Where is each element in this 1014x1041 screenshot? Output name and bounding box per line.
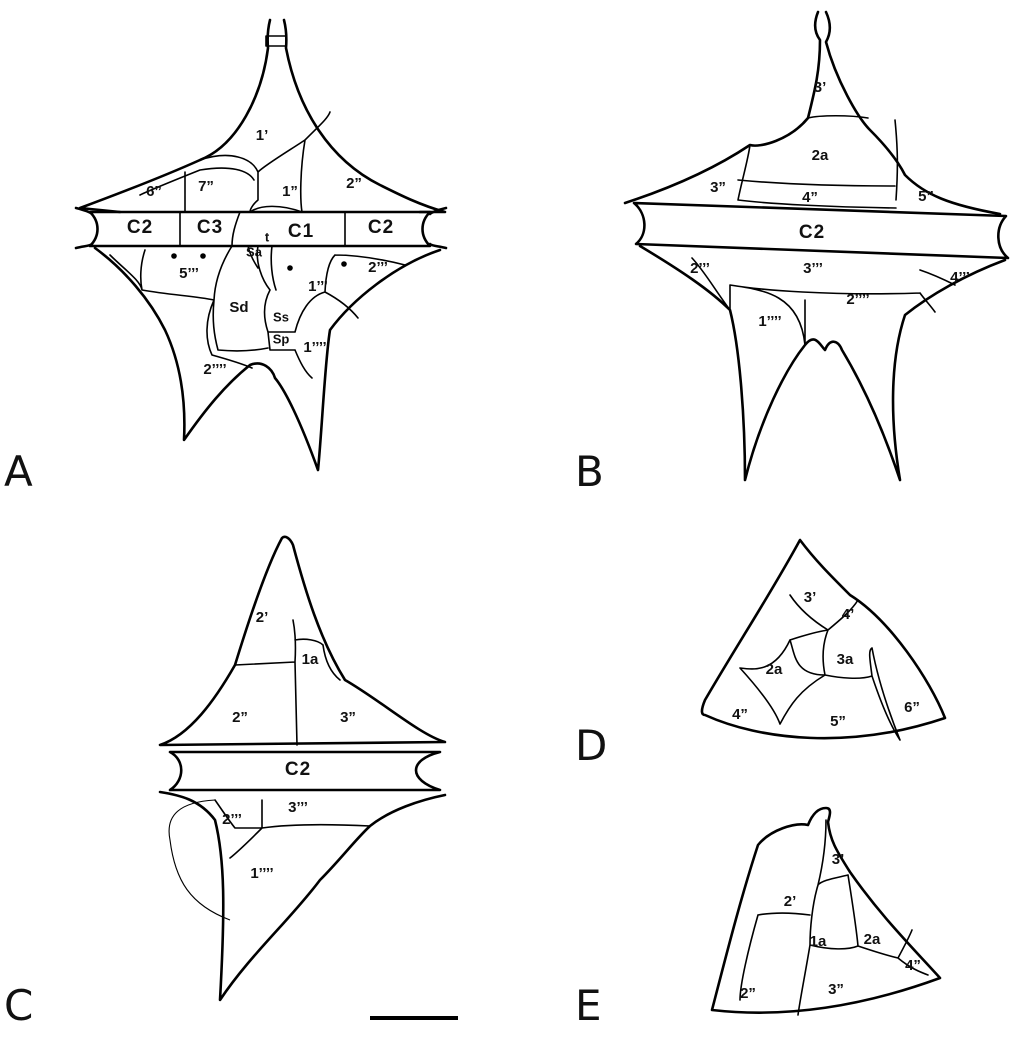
plate-label: 2a xyxy=(864,931,881,948)
panel-a-dot xyxy=(287,265,293,271)
plate-label: 3” xyxy=(828,981,844,998)
plate-label: 4’’’ xyxy=(950,269,970,286)
panel-a-cingulum-right-flare xyxy=(430,208,446,248)
plate-label: 3’’’ xyxy=(288,799,308,816)
plate-label: 5” xyxy=(830,713,846,730)
panel-letter-d: D xyxy=(575,721,607,770)
panel-d: 3’ 4’ 2a 3a 4” 5” 6” D xyxy=(575,540,945,770)
plate-label: 3’ xyxy=(832,851,845,868)
plate-label: C2 xyxy=(285,759,311,780)
panel-letter-b: B xyxy=(575,447,604,496)
panel-letter-c: C xyxy=(4,981,33,1030)
plate-label: 1’’’’ xyxy=(250,865,273,882)
plate-label: C2 xyxy=(127,217,153,238)
plate-label: C2 xyxy=(799,222,825,243)
plate-label: 3’ xyxy=(814,79,827,96)
plate-label: 1’’’ xyxy=(308,278,328,295)
plate-label: 2’’’’ xyxy=(846,291,869,308)
plate-label: 3” xyxy=(340,709,356,726)
panel-c-outline-epitheca xyxy=(160,537,445,745)
plate-label: 3a xyxy=(837,651,854,668)
plate-label: 4” xyxy=(732,706,748,723)
panel-letter-a: A xyxy=(4,447,33,496)
panel-a-dot xyxy=(200,253,206,259)
plate-label: 2’’’ xyxy=(690,260,710,277)
panel-a-epi-sutures xyxy=(140,112,345,246)
panel-a-cingulum-left-flare xyxy=(76,208,92,248)
plate-label: 2’’’’ xyxy=(203,361,226,378)
plate-label: 6” xyxy=(146,183,162,200)
plate-label: 5’’’ xyxy=(179,265,199,282)
panel-e: 2’ 3’ 1a 2a 2” 3” 4” E xyxy=(575,808,940,1030)
plate-label: 2’’’ xyxy=(368,259,388,276)
plate-label: 1a xyxy=(302,651,319,668)
plate-label: 2” xyxy=(232,709,248,726)
plate-label: 3’ xyxy=(804,589,817,606)
plate-label: C1 xyxy=(288,221,314,242)
plate-label: 1’’’’ xyxy=(303,339,326,356)
panel-a-dot xyxy=(341,261,347,267)
plate-label: 2’’’ xyxy=(222,811,242,828)
plate-label: C2 xyxy=(368,217,394,238)
plate-label: 4” xyxy=(905,957,921,974)
panel-letter-e: E xyxy=(575,981,602,1030)
plate-label: 2a xyxy=(812,147,829,164)
plate-label: 4” xyxy=(802,189,818,206)
plate-label: 6” xyxy=(904,699,920,716)
plate-label: 5” xyxy=(918,188,934,205)
panel-c: 2’ 1a 2” 3” C2 2’’’ 3’’’ 1’’’’ C xyxy=(4,537,458,1030)
panel-b: 3’ 2a 3” 4” 5” C2 2’’’ 3’’’ 4’’’ 1’’’’ 2… xyxy=(575,12,1008,496)
panel-a-dot xyxy=(171,253,177,259)
plate-label: 4’ xyxy=(842,606,855,623)
plate-label: 1’ xyxy=(256,127,269,144)
plate-label: C3 xyxy=(197,217,223,238)
plate-label: 2’ xyxy=(256,609,269,626)
panel-a-outline-hypotheca xyxy=(95,248,440,470)
plate-label: 2’ xyxy=(784,893,797,910)
plate-label: 1a xyxy=(810,933,827,950)
panel-b-outline-epitheca xyxy=(625,12,1000,214)
panel-a: 1’ 6” 7” 1” 2” C2 C3 C1 C2 Sa t Sd Ss Sp… xyxy=(4,20,446,496)
plate-label: 7” xyxy=(198,178,214,195)
plate-label: 3” xyxy=(710,179,726,196)
plate-label: Sd xyxy=(229,299,248,316)
panel-a-outline-epitheca xyxy=(80,20,445,212)
plate-label: 3’’’ xyxy=(803,260,823,277)
plate-label: t xyxy=(265,229,270,244)
plate-label: Ss xyxy=(273,309,289,324)
plate-label: 2a xyxy=(766,661,783,678)
panel-c-hypotheca xyxy=(160,792,445,1000)
plate-label: Sa xyxy=(246,244,263,259)
plate-label: 1’’’’ xyxy=(758,313,781,330)
plate-label: 1” xyxy=(282,183,298,200)
plate-label: 2” xyxy=(346,175,362,192)
plate-label: 2” xyxy=(740,985,756,1002)
plate-label: Sp xyxy=(273,331,290,346)
